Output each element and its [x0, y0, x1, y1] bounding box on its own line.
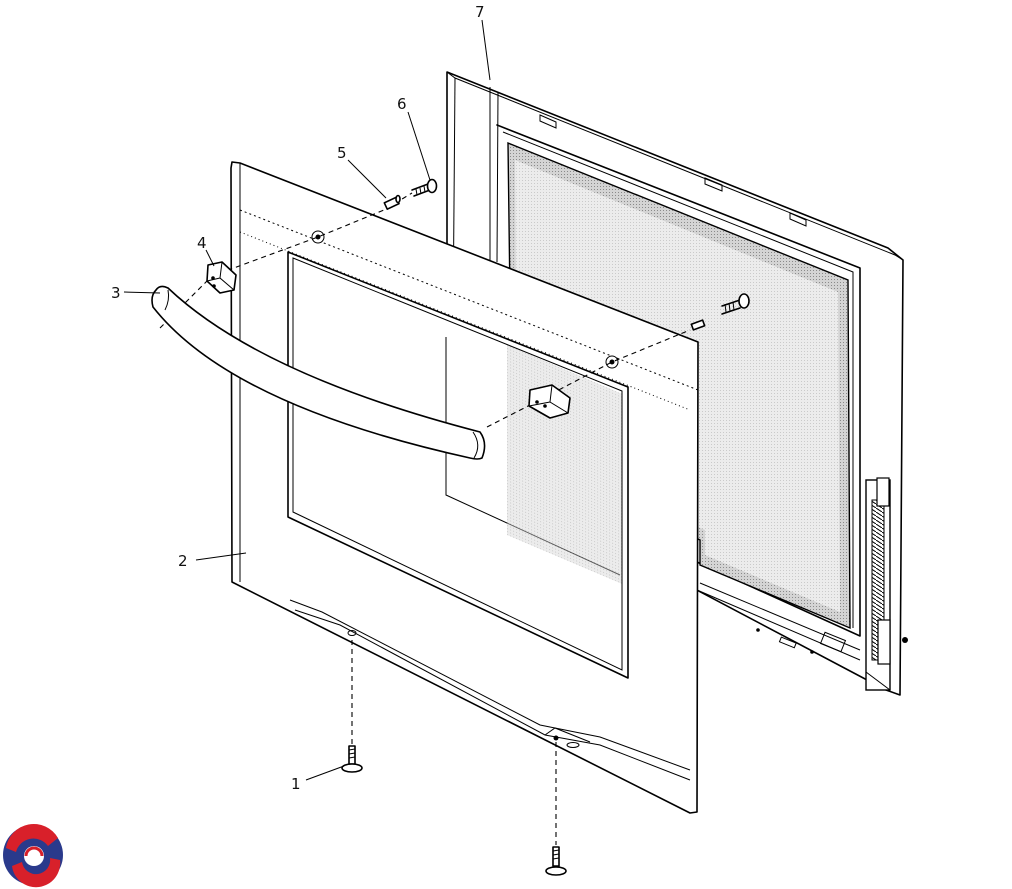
- door-hinge: [865, 477, 908, 691]
- frame-handle-screw: [690, 293, 750, 331]
- bottom-screw-part-left: [341, 745, 363, 773]
- callout-3: 3: [111, 284, 121, 302]
- callout-4: 4: [197, 234, 207, 252]
- bottom-screw-part-right: [545, 846, 567, 876]
- handle-bracket-left: [206, 261, 237, 294]
- callout-leaders: [123, 19, 491, 781]
- spacer-part: [383, 194, 401, 210]
- callout-6: 6: [397, 95, 407, 113]
- handle-screw-part: [411, 178, 438, 197]
- callout-1: 1: [291, 775, 301, 793]
- door-handle-part: [151, 285, 486, 460]
- outer-door-panel-part: [230, 161, 699, 814]
- callout-7: 7: [475, 3, 485, 21]
- brand-logo-icon: [3, 823, 63, 888]
- callout-2: 2: [178, 552, 188, 570]
- handle-bracket-right: [528, 384, 571, 419]
- callout-labels: 1 2 3 4 5 6 7: [111, 3, 485, 793]
- assembly-lines: [159, 192, 691, 845]
- callout-5: 5: [337, 144, 347, 162]
